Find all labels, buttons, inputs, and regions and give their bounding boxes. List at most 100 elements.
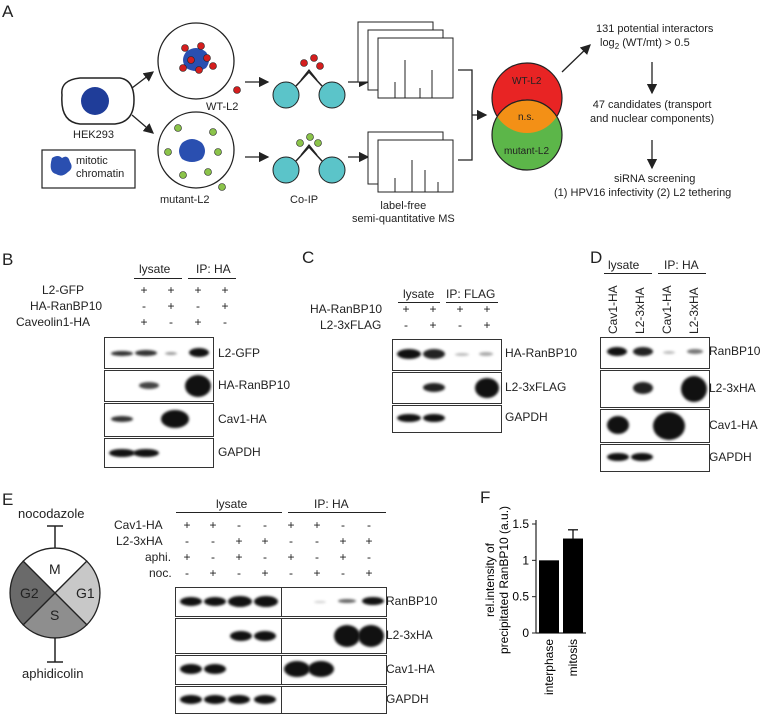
d-column-label: Cav1-HA	[606, 285, 620, 334]
panelB-sign: +	[167, 283, 175, 297]
b-blot-label: Cav1-HA	[218, 412, 267, 426]
panelE-sign: +	[235, 534, 243, 548]
e-row-label: L2-3xHA	[116, 534, 163, 548]
panelE-sign: +	[313, 518, 321, 532]
blot-e-l2-lysate	[175, 618, 283, 654]
panelE-sign: -	[315, 550, 319, 564]
panelB-sign: -	[223, 315, 227, 329]
step2-text: 47 candidates (transport and nuclear com…	[590, 99, 715, 125]
blot-d-cav1-ha	[600, 409, 710, 443]
b-blot-label: L2-GFP	[218, 346, 261, 360]
blot-cav1-ha	[104, 403, 214, 437]
e-blot-label: Cav1-HA	[386, 662, 435, 676]
ms-label: label-free semi-quantitative MS	[352, 200, 455, 225]
panelC-sign: +	[456, 302, 464, 316]
panelC-sign: +	[483, 302, 491, 316]
e-row-label: noc.	[149, 566, 172, 580]
b-row-label: L2-GFP	[42, 283, 85, 297]
b-ip-header: IP: HA	[196, 262, 231, 276]
blot-d-gapdh	[600, 444, 710, 472]
panelB-sign: +	[140, 283, 148, 297]
panelE-sign: -	[289, 566, 293, 580]
d-column-label: L2-3xHA	[633, 287, 647, 334]
x-tick-label: interphase	[542, 639, 556, 695]
panelB-sign: +	[194, 283, 202, 297]
blot-l2-gfp	[104, 337, 214, 369]
panelE-sign: -	[211, 550, 215, 564]
panel-label-a: A	[2, 2, 14, 21]
phase-g1: G1	[76, 585, 95, 601]
d-column-label: Cav1-HA	[660, 285, 674, 334]
bar-interphase	[539, 560, 559, 633]
panelE-sign: -	[237, 566, 241, 580]
panelE-sign: -	[367, 518, 371, 532]
e-lysate-header: lysate	[216, 497, 248, 511]
d-blot-label: L2-3xHA	[709, 381, 756, 395]
y-axis-label: rel.intensity of	[483, 542, 497, 617]
workflow-diagram	[41, 21, 658, 193]
panelE-sign: +	[261, 534, 269, 548]
blot-e-l2-ip	[281, 618, 387, 654]
c-blot-label: GAPDH	[505, 410, 548, 424]
panelC-sign: -	[404, 318, 408, 332]
b-row-label: Caveolin1-HA	[16, 315, 91, 329]
blot-e-cav1-lysate	[175, 655, 283, 685]
panelB-sign: -	[169, 315, 173, 329]
panelB-sign: -	[196, 299, 200, 313]
step3-line1: siRNA screening	[614, 173, 696, 185]
phase-g2: G2	[20, 585, 39, 601]
panel-label-b: B	[2, 250, 14, 269]
venn-ns-label: n.s.	[518, 112, 535, 123]
panelE-sign: +	[339, 550, 347, 564]
blot-c-gapdh	[392, 405, 502, 433]
panel-label-d: D	[590, 248, 603, 267]
panelB-sign: +	[194, 315, 202, 329]
blot-e-gapdh-ip	[281, 686, 387, 714]
blot-d-ranbp10	[600, 337, 710, 369]
step3-line2: (1) HPV16 infectivity (2) L2 tethering	[554, 187, 732, 199]
panelE-sign: +	[313, 566, 321, 580]
blot-gapdh-b	[104, 438, 214, 468]
c-row-label: HA-RanBP10	[310, 302, 383, 316]
nocodazole-label: nocodazole	[18, 506, 85, 521]
panelB-sign: +	[221, 283, 229, 297]
c-blot-label: L2-3xFLAG	[505, 380, 567, 394]
panelE-sign: +	[365, 534, 373, 548]
panelE-sign: -	[315, 534, 319, 548]
aphidicolin-label: aphidicolin	[22, 666, 84, 681]
blot-ha-ranbp10	[104, 370, 214, 402]
e-blot-label: L2-3xHA	[386, 628, 433, 642]
y-tick-label: 1.5	[512, 517, 529, 531]
panelE-sign: -	[341, 566, 345, 580]
bar-mitosis	[563, 538, 583, 633]
d-column-label: L2-3xHA	[687, 287, 701, 334]
y-tick-label: 1	[522, 553, 529, 567]
blot-d-l2-3xha	[600, 370, 710, 408]
panelE-sign: -	[185, 534, 189, 548]
b-blot-label: HA-RanBP10	[218, 378, 291, 392]
b-lysate-header: lysate	[139, 262, 171, 276]
e-row-label: aphi.	[145, 550, 172, 564]
b-blot-label: GAPDH	[218, 445, 261, 459]
cell-cycle-diagram	[9, 525, 101, 663]
panelC-sign: +	[429, 302, 437, 316]
panelE-sign: +	[287, 550, 295, 564]
venn-wt-label: WT-L2	[512, 76, 542, 87]
y-tick-label: 0.5	[512, 590, 529, 604]
b-row-label: HA-RanBP10	[30, 299, 103, 313]
coip-label: Co-IP	[290, 194, 319, 206]
y-tick-label: 0	[522, 626, 529, 640]
panelB-sign: +	[167, 299, 175, 313]
panelE-sign: -	[367, 550, 371, 564]
e-blot-label: RanBP10	[386, 594, 438, 608]
hek293-label: HEK293	[73, 129, 114, 141]
panelB-sign: +	[140, 315, 148, 329]
blot-e-gapdh-lysate	[175, 686, 283, 714]
panel-label-f: F	[480, 488, 491, 507]
panelE-sign: +	[339, 534, 347, 548]
d-blot-label: GAPDH	[709, 450, 752, 464]
e-row-label: Cav1-HA	[114, 518, 163, 532]
c-blot-label: HA-RanBP10	[505, 346, 578, 360]
blot-e-cav1-ip	[281, 655, 387, 685]
panelE-sign: +	[287, 518, 295, 532]
